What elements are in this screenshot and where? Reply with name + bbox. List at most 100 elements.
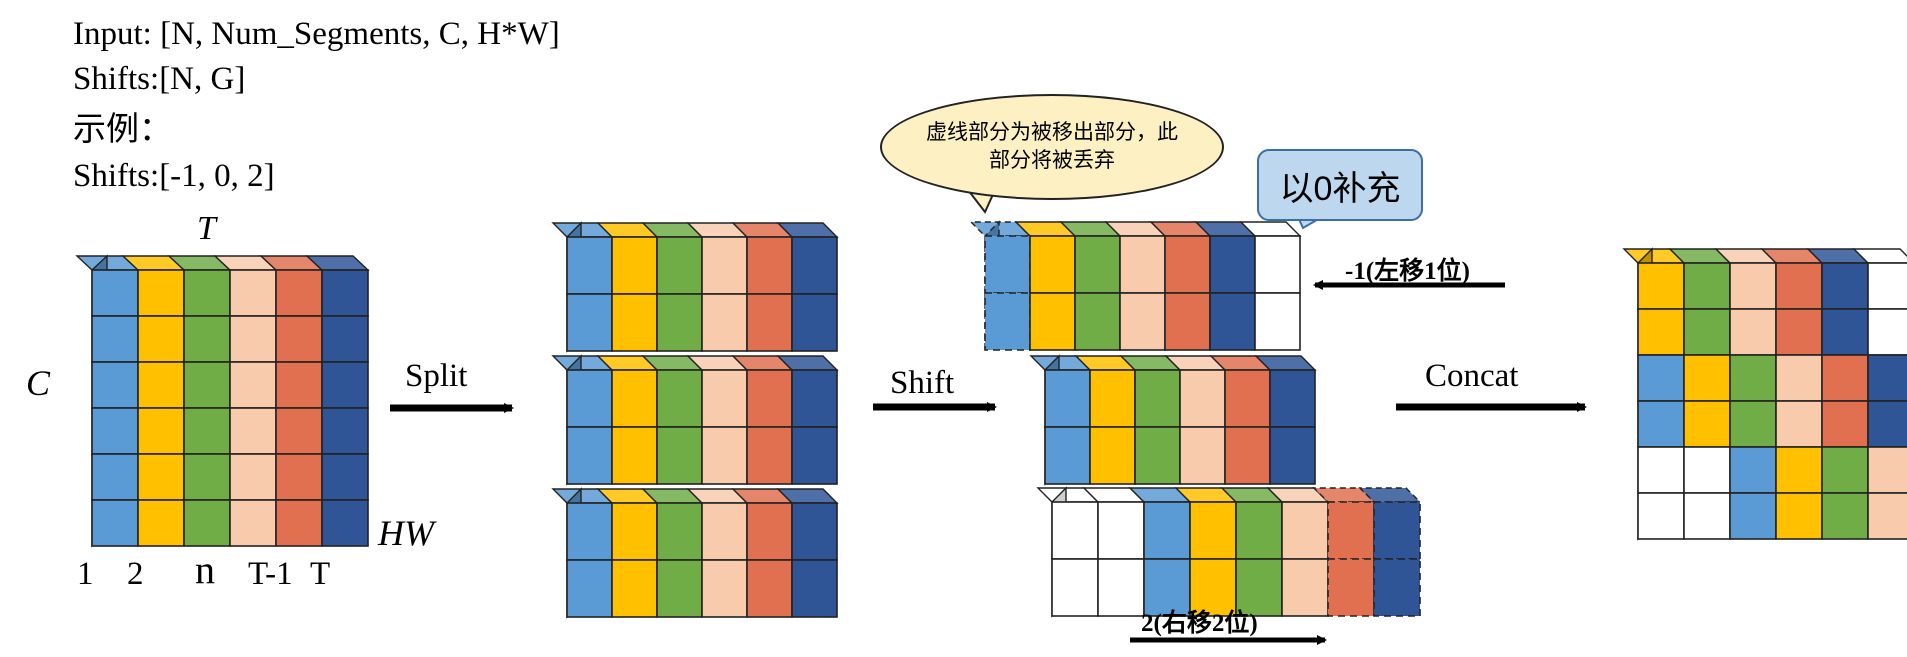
cube-front-face — [1209, 235, 1256, 294]
c-axis-label: C — [26, 363, 51, 403]
cube-front-face — [1029, 235, 1076, 294]
cube-front-face — [791, 293, 838, 352]
cube-front-face — [1089, 426, 1136, 485]
cube-front-face — [183, 407, 231, 455]
cube-front-face — [1134, 426, 1181, 485]
cube-front-face — [566, 426, 613, 485]
cube-front-face — [1775, 446, 1823, 494]
cube-front-face — [1775, 400, 1823, 448]
cube-front-face — [91, 453, 139, 501]
cube-front-face — [1821, 262, 1869, 310]
cube-front-face — [1683, 446, 1731, 494]
cube-front-face — [701, 502, 748, 561]
cube-front-face — [91, 315, 139, 363]
cube-front-face — [183, 453, 231, 501]
cube-front-face — [1729, 308, 1777, 356]
zero-fill-note: 以0补充 — [1257, 149, 1423, 221]
cube-front-face — [229, 315, 277, 363]
cube-front-face — [566, 293, 613, 352]
cube-front-face — [1119, 235, 1166, 294]
cube-front-face — [611, 369, 658, 428]
right-shift-label: 2(右移2位) — [1141, 610, 1258, 637]
cube-front-face — [1729, 354, 1777, 402]
input-shape-text: Input: [N, Num_Segments, C, H*W] — [73, 16, 560, 52]
cube-front-face — [275, 361, 323, 409]
cube-front-face — [1821, 492, 1869, 540]
cube-front-face — [1143, 558, 1191, 617]
cube-front-face — [137, 453, 185, 501]
cube-front-face — [1235, 501, 1283, 560]
cube-front-face — [229, 407, 277, 455]
cube-front-face — [701, 293, 748, 352]
cube-front-face — [611, 559, 658, 618]
cube-front-face — [229, 453, 277, 501]
cube-front-face — [1637, 354, 1685, 402]
cube-front-face — [321, 315, 369, 363]
split-group-2-block — [551, 354, 839, 486]
cube-front-face — [1189, 501, 1237, 560]
shifted-group-1-block — [969, 220, 1302, 352]
cube-front-face — [746, 559, 793, 618]
cube-front-face — [91, 361, 139, 409]
cube-front-face — [1097, 501, 1145, 560]
example-heading: 示例： — [73, 112, 172, 148]
tick-label: T — [310, 556, 331, 592]
cube-front-face — [275, 269, 323, 317]
hw-axis-label: HW — [378, 513, 434, 553]
cube-front-face — [656, 426, 703, 485]
cube-front-face — [1254, 235, 1301, 294]
cube-front-face — [1373, 558, 1421, 617]
cube-front-face — [1119, 292, 1166, 351]
cube-front-face — [1775, 262, 1823, 310]
cube-front-face — [275, 453, 323, 501]
cube-front-face — [91, 407, 139, 455]
cube-front-face — [611, 236, 658, 295]
discard-note-bubble: 虚线部分为被移出部分，此部分将被丢弃 — [880, 94, 1224, 200]
cube-front-face — [1134, 369, 1181, 428]
cube-front-face — [791, 559, 838, 618]
cube-front-face — [611, 293, 658, 352]
cube-front-face — [1683, 308, 1731, 356]
cube-front-face — [566, 502, 613, 561]
cube-front-face — [611, 502, 658, 561]
cube-front-face — [91, 269, 139, 317]
cube-front-face — [746, 369, 793, 428]
cube-front-face — [1867, 262, 1907, 310]
cube-front-face — [1775, 308, 1823, 356]
cube-front-face — [1044, 369, 1091, 428]
cube-front-face — [1867, 400, 1907, 448]
left-shift-label: -1(左移1位) — [1345, 258, 1470, 285]
cube-front-face — [1683, 492, 1731, 540]
t-axis-label: T — [197, 210, 216, 247]
cube-front-face — [1254, 292, 1301, 351]
cube-front-face — [791, 369, 838, 428]
cube-front-face — [1029, 292, 1076, 351]
cube-front-face — [656, 369, 703, 428]
cube-front-face — [275, 407, 323, 455]
cube-front-face — [1179, 426, 1226, 485]
cube-front-face — [1683, 400, 1731, 448]
cube-front-face — [746, 236, 793, 295]
cube-front-face — [1637, 492, 1685, 540]
cube-front-face — [1224, 426, 1271, 485]
shifted-group-2-block — [1029, 354, 1317, 486]
cube-front-face — [137, 499, 185, 547]
cube-front-face — [183, 315, 231, 363]
cube-front-face — [321, 361, 369, 409]
cube-front-face — [1164, 235, 1211, 294]
cube-front-face — [1269, 369, 1316, 428]
split-label: Split — [405, 358, 468, 394]
cube-front-face — [791, 236, 838, 295]
cube-front-face — [1051, 558, 1099, 617]
cube-front-face — [1867, 492, 1907, 540]
cube-front-face — [611, 426, 658, 485]
cube-front-face — [566, 559, 613, 618]
cube-front-face — [1729, 400, 1777, 448]
cube-front-face — [1143, 501, 1191, 560]
tick-label: 1 — [77, 556, 94, 592]
concat-label: Concat — [1425, 358, 1519, 394]
cube-front-face — [183, 269, 231, 317]
cube-front-face — [1327, 501, 1375, 560]
cube-front-face — [656, 236, 703, 295]
